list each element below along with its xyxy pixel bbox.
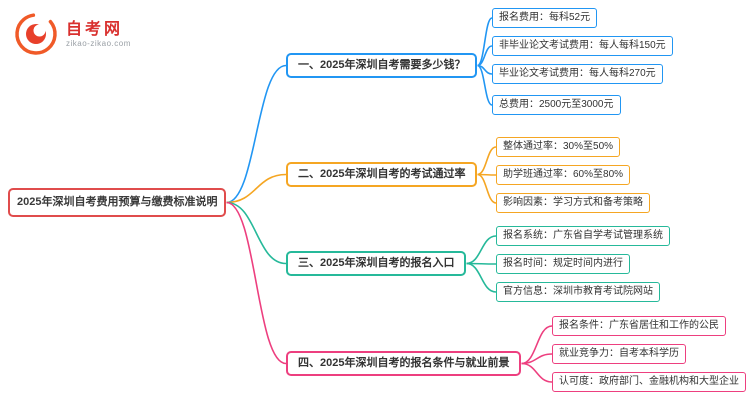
branch-node-2: 二、2025年深圳自考的考试通过率 [286, 162, 478, 187]
leaf-node: 报名时间：规定时间内进行 [496, 254, 630, 274]
leaf-node: 报名费用：每科52元 [492, 8, 598, 28]
connector-curve [476, 17, 493, 67]
branch-node-4: 四、2025年深圳自考的报名条件与就业前景 [286, 351, 522, 376]
connector-curve [477, 173, 497, 204]
root-node: 2025年深圳自考费用预算与缴费标准说明 [8, 188, 227, 217]
connector-curve [521, 362, 553, 383]
leaf-node: 就业竞争力：自考本科学历 [552, 344, 686, 364]
connector-curve [226, 64, 287, 204]
connector-curve [226, 201, 287, 365]
logo-text: 自考网 zikao-zikao.com [66, 20, 131, 49]
connector-curve [226, 173, 287, 204]
connector-curve [466, 235, 497, 265]
leaf-node: 认可度：政府部门、金融机构和大型企业 [552, 372, 746, 392]
connector-curve [226, 201, 287, 265]
leaf-node: 整体通过率：30%至50% [496, 137, 621, 157]
site-logo[interactable]: 自考网 zikao-zikao.com [14, 12, 131, 56]
logo-title: 自考网 [66, 20, 124, 38]
connector-curve [477, 64, 493, 106]
leaf-node: 报名条件：广东省居住和工作的公民 [552, 316, 726, 336]
leaf-node: 毕业论文考试费用：每人每科270元 [492, 64, 663, 84]
leaf-node: 总费用：2500元至3000元 [492, 95, 621, 115]
leaf-node: 官方信息：深圳市教育考试院网站 [496, 282, 660, 302]
logo-icon [15, 13, 57, 55]
logo-subtitle: zikao-zikao.com [66, 38, 131, 48]
connector-curve [466, 262, 497, 293]
leaf-node: 报名系统：广东省自学考试管理系统 [496, 226, 670, 246]
connector-curve [477, 146, 497, 176]
leaf-node: 影响因素：学习方式和备考策略 [496, 193, 650, 213]
leaf-node: 非毕业论文考试费用：每人每科150元 [492, 36, 673, 56]
branch-node-3: 三、2025年深圳自考的报名入口 [286, 251, 467, 276]
leaf-node: 助学班通过率：60%至80% [496, 165, 631, 185]
branch-node-1: 一、2025年深圳自考需要多少钱？ [286, 53, 478, 78]
